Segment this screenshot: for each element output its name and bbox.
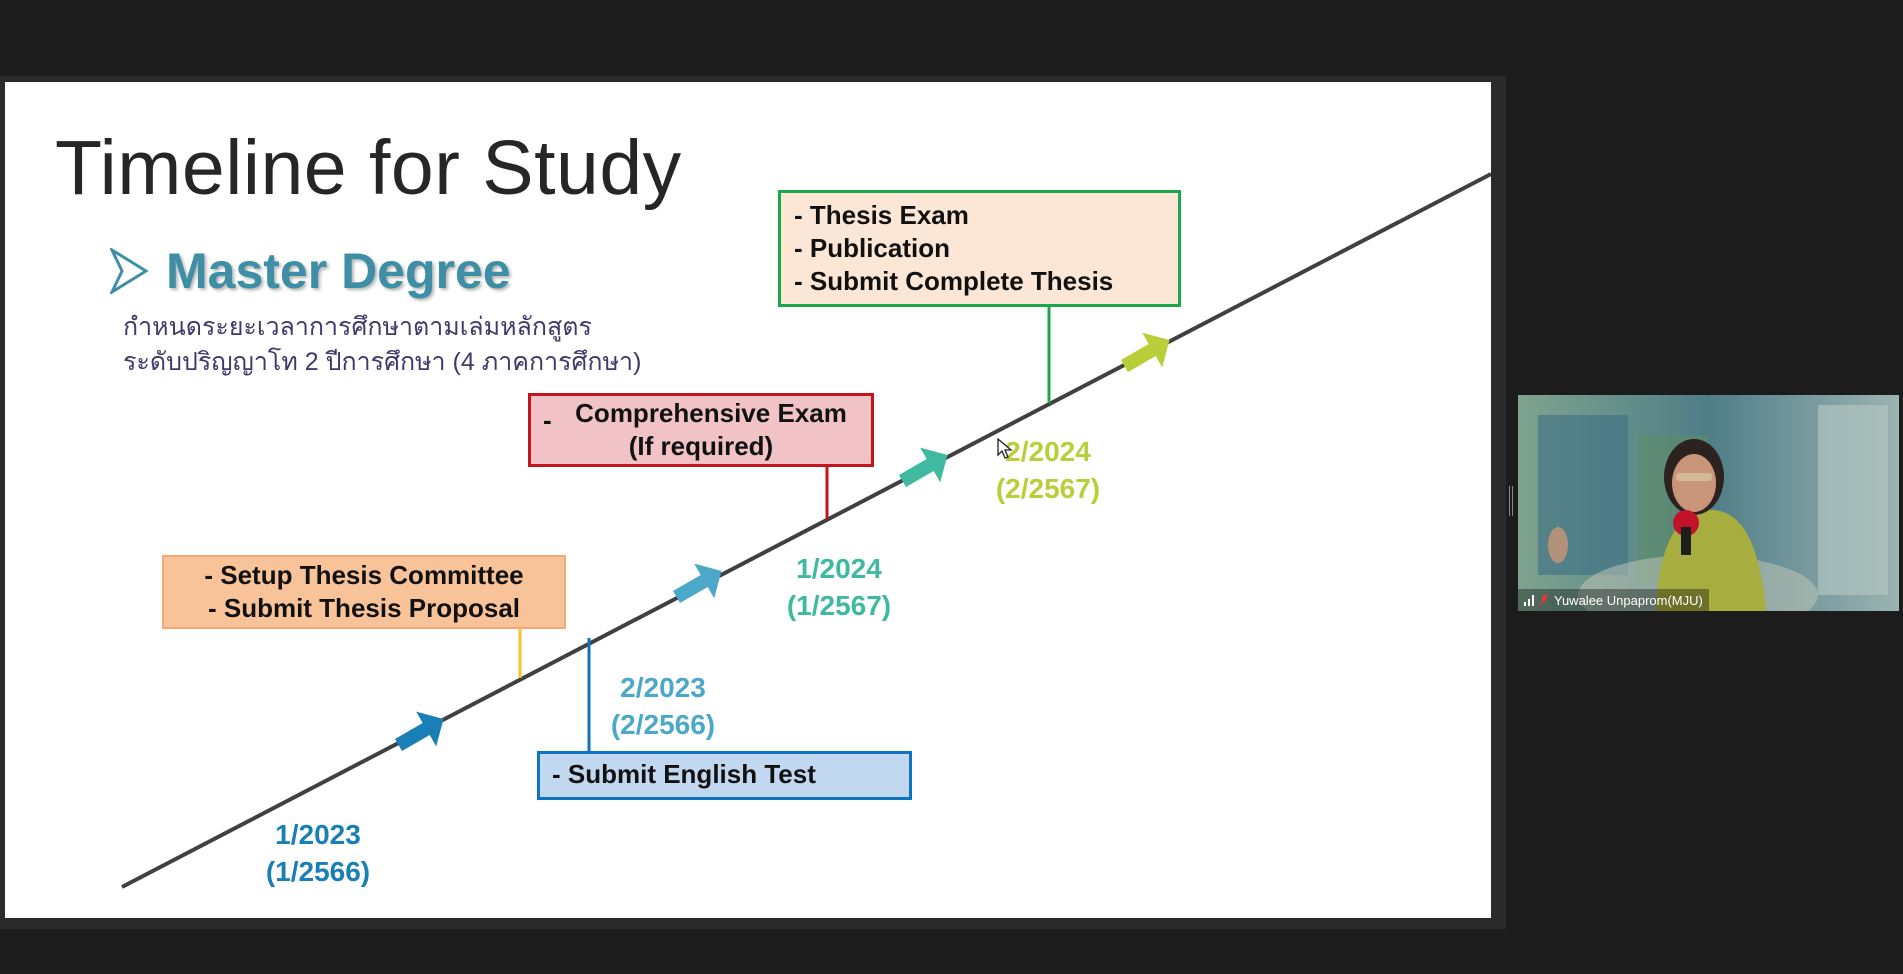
milestone-text: - Publication [794, 233, 950, 263]
semester-thai-year: (1/2566) [265, 856, 371, 887]
presentation-slide: Timeline for Study Master Degree กำหนดระ… [5, 82, 1491, 918]
description-line-1: กำหนดระยะเวลาการศึกษาตามเล่มหลักสูตร [123, 313, 592, 341]
milestone-text: Comprehensive Exam [575, 398, 847, 428]
semester-thai-year: (1/2567) [786, 590, 892, 621]
arrow-icon-sem2 [672, 563, 722, 604]
participant-name-bar: Yuwalee Unpaprom(MJU) [1518, 589, 1709, 611]
timeline-line [121, 172, 1491, 889]
milestone-text: (If required) [628, 431, 774, 461]
milestone-box-setup: - Setup Thesis Committee - Submit Thesis… [162, 555, 566, 629]
milestone-text: - Thesis Exam [794, 200, 969, 230]
semester-thai-year: (2/2567) [995, 473, 1101, 504]
participant-video-tile[interactable]: Yuwalee Unpaprom(MJU) [1518, 395, 1899, 611]
milestone-text: - Submit Complete Thesis [794, 266, 1114, 296]
semester-year: 1/2024 [796, 553, 882, 584]
semester-year: 2/2024 [1005, 436, 1091, 467]
arrowhead-bullet-icon [110, 248, 148, 294]
participant-name: Yuwalee Unpaprom(MJU) [1554, 592, 1703, 608]
milestone-box-thesis: - Thesis Exam - Publication - Submit Com… [778, 190, 1181, 307]
master-degree-heading: Master Degree [110, 242, 511, 300]
milestone-text: - Setup Thesis Committee [204, 560, 524, 590]
arrow-icon-sem3 [898, 447, 948, 488]
semester-label-1: 1/2023 (1/2566) [248, 816, 388, 890]
milestone-box-comprehensive: - Comprehensive Exam (If required) [528, 393, 874, 467]
milestone-dash: - [543, 405, 552, 435]
milestone-box-english: - Submit English Test [537, 751, 912, 800]
mic-off-icon [1539, 594, 1549, 606]
timeline-graphic [121, 172, 1491, 889]
milestone-text: - Submit English Test [552, 759, 816, 789]
signal-icon [1524, 594, 1534, 606]
semester-year: 1/2023 [275, 819, 361, 850]
description-line-2: ระดับปริญญาโท 2 ปีการศึกษา (4 ภาคการศึกษ… [123, 348, 642, 376]
panel-resize-handle[interactable] [1508, 486, 1514, 516]
semester-label-2: 2/2023 (2/2566) [593, 669, 733, 743]
slide-title: Timeline for Study [55, 125, 682, 211]
subtitle-text: Master Degree [166, 243, 511, 299]
milestone-text: - Submit Thesis Proposal [207, 593, 521, 623]
semester-year: 2/2023 [620, 672, 706, 703]
semester-label-3: 1/2024 (1/2567) [769, 550, 909, 624]
arrow-icon-sem1 [394, 711, 444, 752]
semester-thai-year: (2/2566) [610, 709, 716, 740]
arrow-icon-sem4 [1120, 332, 1170, 373]
semester-label-4: 2/2024 (2/2567) [978, 433, 1118, 507]
participant-video-feed [1518, 395, 1899, 611]
mouse-pointer-icon [997, 438, 1013, 459]
